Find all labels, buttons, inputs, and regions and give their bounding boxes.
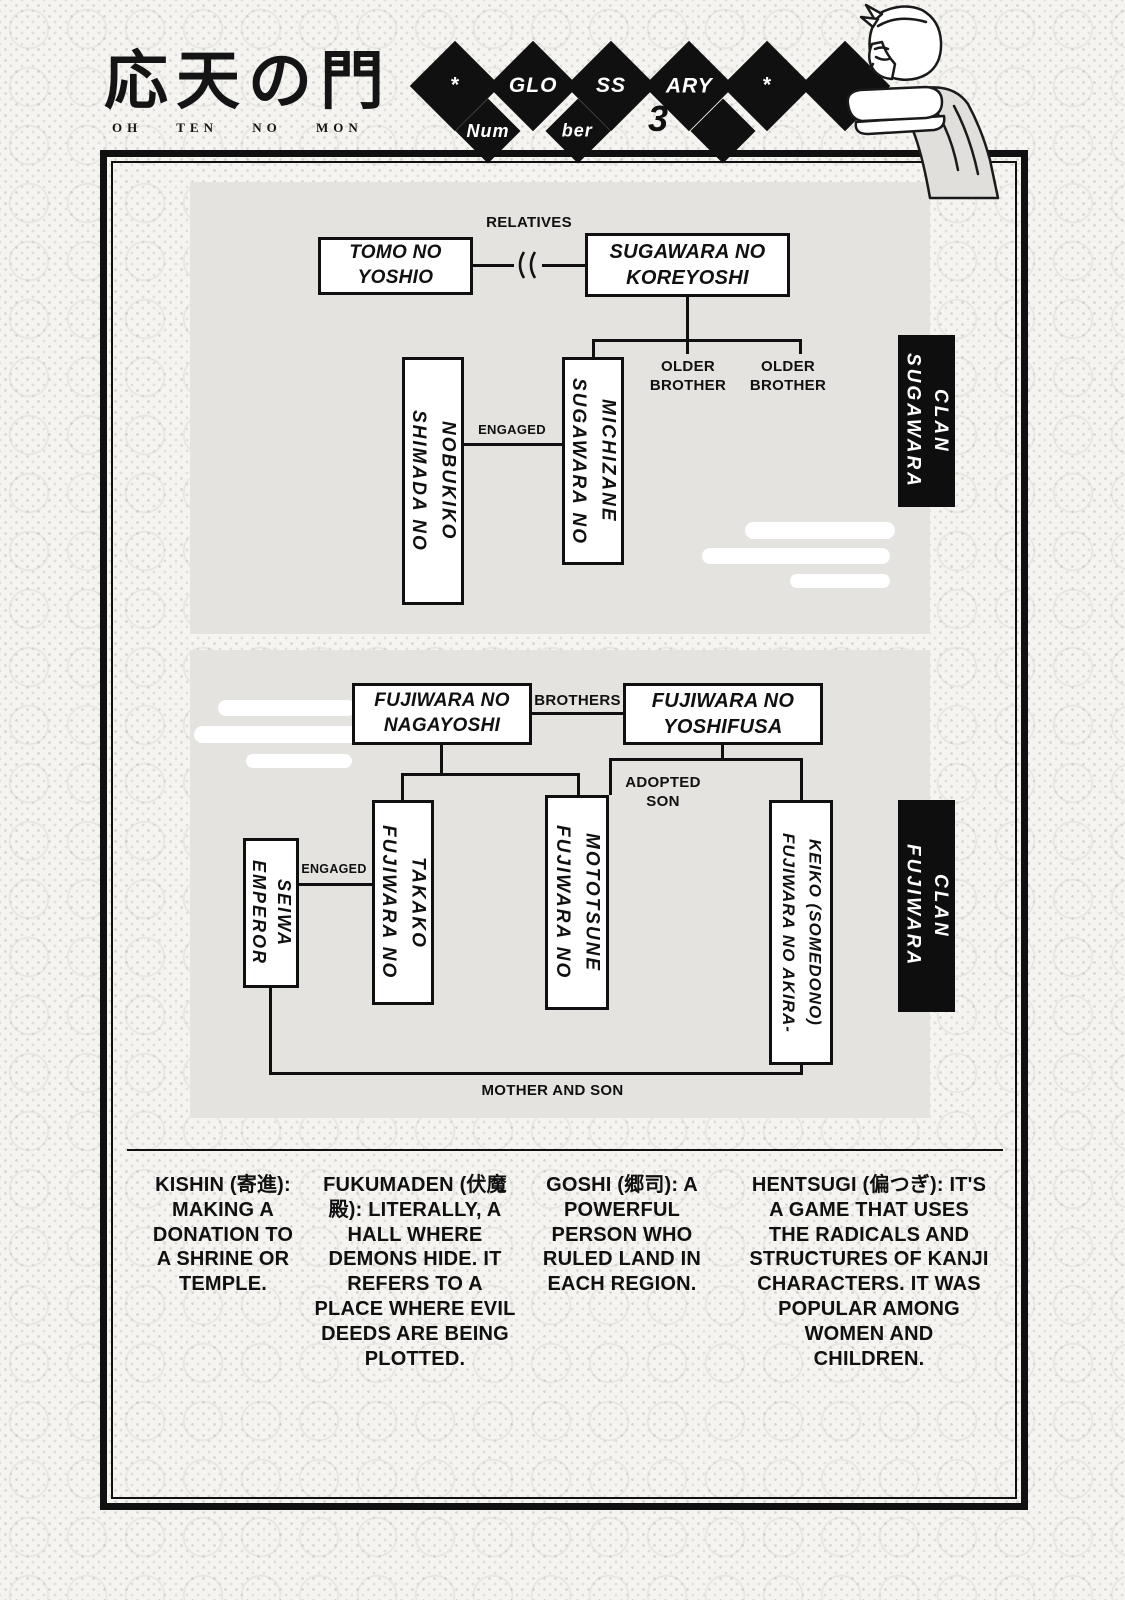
connector-line (577, 773, 580, 795)
fujiwara-clan-badge-text: FUJIWARA CLAN (902, 844, 952, 968)
page-subtitle: OH TEN NO MON (112, 120, 363, 135)
fujiwara-clan-badge: FUJIWARA CLAN (898, 800, 955, 1012)
connector-line (401, 773, 580, 776)
sugawara-panel: RELATIVES OLDER BROTHER OLDER BROTHER EN… (190, 182, 930, 634)
connector-line (686, 297, 689, 341)
box-fujiwara-no-nagayoshi: FUJIWARA NO NAGAYOSHI (352, 683, 532, 745)
cloud-decoration (702, 548, 890, 564)
older-brother-label-1: OLDER BROTHER (649, 358, 727, 394)
engaged-label: ENGAGED (478, 422, 546, 437)
fujiwara-panel: BROTHERS ADOPTED SON ENGAGED MOTHER AND … (190, 650, 930, 1118)
connector-line (532, 712, 623, 715)
nobukiko-text: SHIMADA NO NOBUKIKO (408, 410, 459, 552)
takako-text: FUJIWARA NO TAKAKO (378, 825, 429, 980)
glossary-divider (127, 1149, 1003, 1151)
box-emperor-seiwa: EMPEROR SEIWA (243, 838, 299, 988)
box-fujiwara-no-takako: FUJIWARA NO TAKAKO (372, 800, 434, 1005)
akirakeiko-text: FUJIWARA NO AKIRA- KEIKO (SOMEDONO) (779, 832, 825, 1033)
connector-line (721, 745, 724, 761)
glossary-entry-fukumaden: FUKUMADEN (伏魔殿): LITERALLY, A HALL WHERE… (314, 1174, 516, 1370)
character-illustration (846, 3, 1000, 200)
box-sugawara-no-koreyoshi: SUGAWARA NO KOREYOSHI (585, 233, 790, 297)
connector-line (592, 339, 595, 358)
banner-ber-text: ber (562, 120, 594, 141)
mother-and-son-label: MOTHER AND SON (481, 1082, 624, 1099)
connector-line (299, 883, 372, 886)
relatives-break-icon (514, 249, 542, 281)
connector-line (401, 773, 404, 800)
connector-line (269, 988, 272, 1075)
connector-line (800, 1065, 803, 1075)
connector-line (800, 758, 803, 800)
connector-line (609, 758, 803, 761)
cloud-decoration (790, 574, 890, 588)
connector-line (686, 339, 689, 354)
cloud-decoration (194, 726, 362, 743)
box-tomo-no-yoshio: TOMO NO YOSHIO (318, 237, 473, 295)
box-sugawara-no-michizane: SUGAWARA NO MICHIZANE (562, 357, 624, 565)
connector-line (464, 443, 562, 446)
connector-line (592, 339, 802, 342)
banner-number-three: 3 (648, 98, 669, 139)
banner-ss-text: SS (595, 73, 627, 97)
cloud-decoration (246, 754, 352, 768)
sugawara-clan-badge: SUGAWARA CLAN (898, 335, 955, 507)
connector-line (269, 1072, 803, 1075)
glossary-entry-goshi: GOSHI (郷司): A POWERFUL PERSON WHO RULED … (542, 1174, 702, 1296)
box-fujiwara-no-mototsune: FUJIWARA NO MOTOTSUNE (545, 795, 609, 1010)
page-title: 応天の門 (104, 46, 392, 117)
adopted-son-label: ADOPTED SON (625, 774, 701, 810)
box-fujiwara-no-yoshifusa: FUJIWARA NO YOSHIFUSA (623, 683, 823, 745)
engaged-label: ENGAGED (301, 862, 367, 876)
older-brother-label-2: OLDER BROTHER (749, 358, 827, 394)
box-shimada-no-nobukiko: SHIMADA NO NOBUKIKO (402, 357, 464, 605)
cloud-decoration (218, 700, 356, 716)
seiwa-text: EMPEROR SEIWA (249, 860, 295, 966)
box-fujiwara-no-akirakeiko: FUJIWARA NO AKIRA- KEIKO (SOMEDONO) (769, 800, 833, 1065)
sugawara-clan-badge-text: SUGAWARA CLAN (902, 353, 952, 489)
mototsune-text: FUJIWARA NO MOTOTSUNE (552, 825, 603, 980)
connector-line (440, 745, 443, 776)
banner-num-text: Num (466, 120, 510, 141)
glossary-entry-hentsugi: HENTSUGI (偏つぎ): IT'S A GAME THAT USES TH… (749, 1174, 989, 1370)
family-chart-frame: RELATIVES OLDER BROTHER OLDER BROTHER EN… (100, 150, 1028, 1510)
brothers-label: BROTHERS (534, 692, 621, 709)
michizane-text: SUGAWARA NO MICHIZANE (568, 377, 619, 545)
banner-ary-text: ARY (665, 74, 713, 97)
connector-line (609, 758, 612, 795)
relatives-label: RELATIVES (486, 214, 572, 231)
banner-glo-text: GLO (508, 74, 558, 97)
glossary-entry-kishin: KISHIN (寄進): MAKING A DONATION TO A SHRI… (152, 1174, 294, 1296)
cloud-decoration (745, 522, 895, 539)
banner-star-right-text: * (762, 74, 772, 97)
connector-line (799, 339, 802, 354)
banner-star-left-text: * (450, 74, 460, 97)
